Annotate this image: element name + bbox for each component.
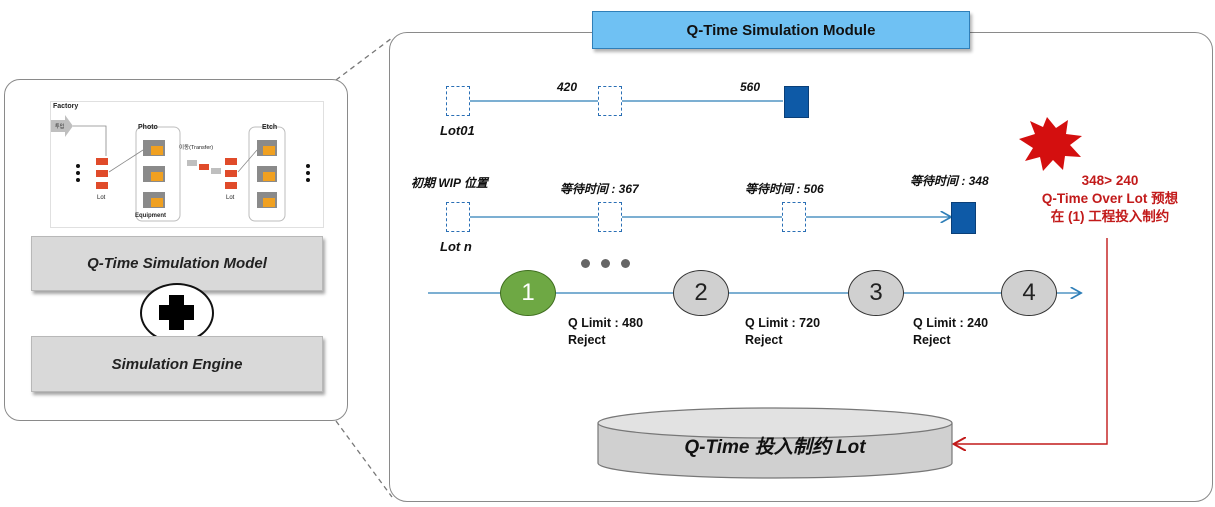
alert-line-1: 348> 240 — [1081, 173, 1139, 188]
ellipsis-dot-2 — [601, 259, 610, 268]
module-title: Q-Time Simulation Module — [592, 11, 970, 49]
zoom-connector-bottom — [335, 420, 393, 498]
thumb-input-label: 투입 — [55, 124, 65, 130]
thumb-transfer-label: 이동(Transfer) — [179, 145, 214, 151]
result-cylinder — [597, 407, 953, 479]
lotn-wip-label: 初期 WIP 位置 — [411, 176, 488, 190]
factory-thumbnail: Factory Photo Etch Lot Lot Equipment 이동(… — [50, 101, 324, 228]
lotn-wait-1: 等待时间 : 367 — [560, 182, 639, 196]
process-step-4: 4 — [1001, 270, 1057, 316]
qlimit-1-action: Reject — [568, 333, 606, 347]
qlimit-3-value: Q Limit : 240 — [913, 316, 989, 330]
ellipsis-dot-1 — [581, 259, 590, 268]
module-title-text: Q-Time Simulation Module — [686, 21, 876, 39]
ellipsis-dot-3 — [621, 259, 630, 268]
lotn-start-box — [446, 202, 470, 232]
photo-equipment-icons — [143, 140, 165, 208]
process-step-1: 1 — [500, 270, 556, 316]
model-label: Q-Time Simulation Model — [87, 255, 267, 272]
lotn-box-2 — [782, 202, 806, 232]
etch-equipment-icons — [257, 140, 277, 208]
qlimit-2-action: Reject — [745, 333, 783, 347]
lot01-time-b: 560 — [740, 80, 761, 94]
factory-thumbnail-graphic — [51, 115, 310, 222]
thumb-equipment-label: Equipment — [135, 213, 166, 219]
qlimit-2-value: Q Limit : 720 — [745, 316, 821, 330]
input-arrow-icon — [51, 115, 73, 137]
qlimit-1-value: Q Limit : 480 — [568, 316, 644, 330]
thumb-lot-right-label: Lot — [226, 195, 235, 201]
engine-label: Simulation Engine — [111, 355, 243, 373]
qlimit-1: Q Limit : 480 Reject — [568, 315, 643, 349]
zoom-connector-top — [335, 37, 393, 81]
plus-circle — [140, 283, 214, 343]
lotn-label: Lot n — [440, 239, 472, 254]
lot01-label: Lot01 — [440, 123, 475, 138]
lot-stack-left-icon — [96, 158, 108, 189]
simulation-engine-box: Simulation Engine — [31, 336, 323, 392]
burst-icon — [1019, 117, 1082, 171]
ellipsis-left-icon — [76, 164, 80, 182]
result-label: Q-Time 投入制约 Lot — [684, 437, 866, 458]
thumb-factory-label: Factory — [53, 103, 79, 110]
lot01-end-box — [784, 86, 809, 118]
photo-group-box — [135, 126, 181, 222]
process-step-2: 2 — [673, 270, 729, 316]
feedback-arrow — [955, 238, 1108, 444]
lot-stack-right-icon — [225, 158, 237, 189]
qtime-alert: 348> 240 Q-Time Over Lot 预想 在 (1) 工程投入制约 — [1020, 172, 1200, 226]
lot01-start-box — [446, 86, 470, 116]
alert-line-2: Q-Time Over Lot 预想 — [1041, 191, 1179, 206]
process-step-3: 3 — [848, 270, 904, 316]
thumb-photo-label: Photo — [138, 124, 158, 131]
lotn-end-box — [951, 202, 976, 234]
lot01-mid-box — [598, 86, 622, 116]
qlimit-3: Q Limit : 240 Reject — [913, 315, 988, 349]
transfer-lots-icon — [187, 160, 221, 174]
thumb-etch-label: Etch — [262, 124, 278, 131]
lotn-wait-2: 等待时间 : 506 — [745, 182, 824, 196]
lotn-wait-3: 等待时间 : 348 — [910, 174, 989, 188]
plus-icon — [159, 295, 194, 330]
qtime-simulation-model-box: Q-Time Simulation Model — [31, 236, 323, 291]
alert-line-3: 在 (1) 工程投入制约 — [1050, 209, 1170, 224]
qlimit-3-action: Reject — [913, 333, 951, 347]
ellipsis-right-icon — [306, 164, 310, 182]
thumb-lot-left-label: Lot — [97, 195, 106, 201]
qlimit-2: Q Limit : 720 Reject — [745, 315, 820, 349]
lot01-time-a: 420 — [557, 80, 578, 94]
lotn-box-1 — [598, 202, 622, 232]
etch-group-box — [248, 126, 286, 222]
